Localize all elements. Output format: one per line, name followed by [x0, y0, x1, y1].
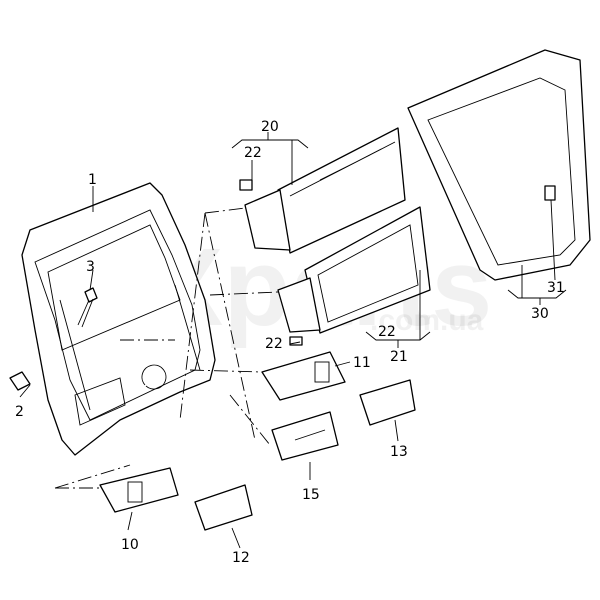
- label-22-frame: 22: [378, 324, 396, 340]
- part-21-frame[interactable]: [277, 206, 431, 346]
- watermark-sub: .com.ua: [370, 304, 484, 337]
- label-2: 2: [15, 404, 24, 420]
- part-11-switch[interactable]: [261, 351, 346, 401]
- label-13: 13: [390, 444, 408, 460]
- label-3: 3: [86, 259, 95, 275]
- label-22-upper: 22: [244, 145, 262, 161]
- label-1: 1: [88, 172, 97, 188]
- label-20: 20: [261, 119, 279, 135]
- part-31-clip: [544, 185, 556, 201]
- label-30: 30: [531, 306, 549, 322]
- label-12: 12: [232, 550, 250, 566]
- label-22-middle: 22: [265, 336, 283, 352]
- part-15-switch[interactable]: [271, 411, 339, 461]
- part-20-unit[interactable]: [239, 127, 406, 254]
- part-1-frame[interactable]: [21, 182, 216, 456]
- label-11: 11: [353, 355, 371, 371]
- label-10: 10: [121, 537, 139, 553]
- part-12-blank[interactable]: [194, 484, 253, 531]
- label-15: 15: [302, 487, 320, 503]
- part-30-panel[interactable]: [407, 49, 591, 281]
- label-21: 21: [390, 349, 408, 365]
- part-13-blank[interactable]: [359, 379, 416, 426]
- part-3-screw[interactable]: [77, 287, 98, 328]
- part-10-switch[interactable]: [99, 467, 179, 513]
- label-31: 31: [547, 280, 565, 296]
- part-2-clip[interactable]: [9, 371, 31, 391]
